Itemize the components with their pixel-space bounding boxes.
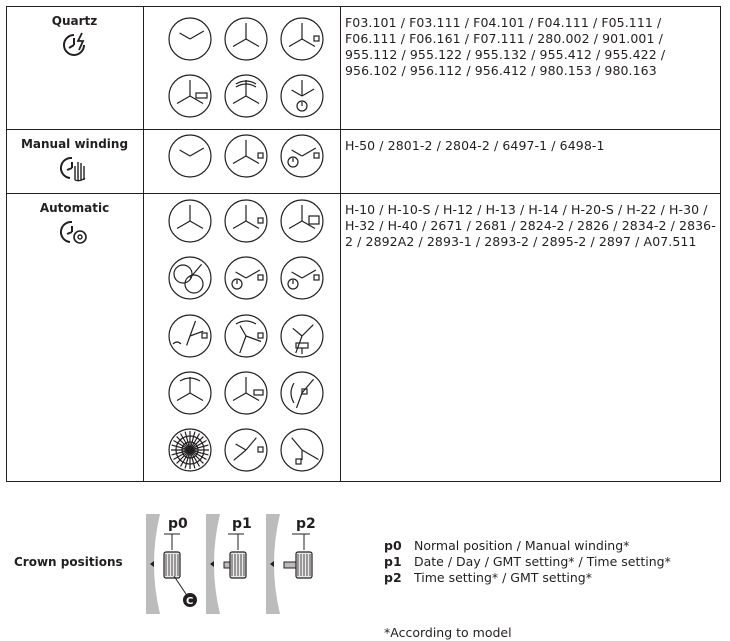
caliber-list-automatic: H-10 / H-10-S / H-12 / H-13 / H-14 / H-2…	[345, 202, 716, 249]
dial-pointer-date-icon	[280, 428, 324, 472]
dial-three-hands-day-date-icon	[168, 74, 212, 118]
crown-p1-diagram: p1	[206, 514, 252, 614]
dial-gmt-date-icon	[280, 314, 324, 358]
caliber-list-quartz: F03.101 / F03.111 / F04.101 / F04.111 / …	[345, 15, 666, 78]
legend-text: Normal position / Manual winding*	[414, 538, 630, 553]
dial-world-time-icon	[168, 256, 212, 300]
dial-three-hands-date-icon	[280, 17, 324, 61]
legend-row-p0: p0 Normal position / Manual winding*	[384, 538, 671, 554]
dial-two-hands-icon	[168, 134, 212, 178]
crown-legend: p0 Normal position / Manual winding* p1 Da…	[384, 538, 671, 586]
dial-gmt-hand-icon	[224, 428, 268, 472]
column-divider	[340, 6, 341, 482]
category-cell-automatic: Automatic	[6, 193, 143, 246]
crown-p2-label: p2	[296, 516, 316, 532]
dial-gmt-dial-icon	[280, 371, 324, 415]
legend-text: Time setting* / GMT setting*	[414, 570, 592, 585]
crown-marker-badge	[183, 593, 197, 607]
crown-p1-label: p1	[232, 516, 252, 532]
movement-table: Quartz F03.101 / F03.111 / F04.101 / F04…	[6, 6, 721, 482]
table-border-left	[6, 6, 7, 482]
manual-winding-icon	[59, 156, 85, 182]
legend-text: Date / Day / GMT setting* / Time setting…	[414, 554, 671, 569]
category-cell-manual: Manual winding	[6, 129, 143, 182]
table-border-right	[720, 6, 721, 482]
dial-three-hands-date-icon	[224, 199, 268, 243]
dial-two-hands-small-seconds-icon	[280, 256, 324, 300]
quartz-icon	[62, 32, 85, 56]
footnote: *According to model	[384, 625, 512, 640]
column-divider	[143, 6, 144, 482]
crown-marker-label: C	[186, 596, 193, 607]
crown-positions-title: Crown positions	[14, 555, 123, 569]
dial-two-hands-icon	[168, 17, 212, 61]
dial-three-hands-retrograde-date-icon	[224, 74, 268, 118]
table-border-bottom	[6, 481, 721, 482]
dial-power-reserve-date-icon	[168, 314, 212, 358]
dial-retrograde-date-icon	[224, 314, 268, 358]
legend-row-p1: p1 Date / Day / GMT setting* / Time setti…	[384, 554, 671, 570]
dial-three-hands-icon	[168, 199, 212, 243]
dial-three-hands-date-icon	[224, 134, 268, 178]
dial-three-hands-big-date-icon	[280, 199, 324, 243]
category-label: Manual winding	[20, 137, 129, 151]
dial-retrograde-sweep-icon	[168, 371, 212, 415]
dial-two-hands-small-seconds-icon	[280, 134, 324, 178]
dial-three-hands-small-seconds-icon	[280, 74, 324, 118]
automatic-icon	[59, 220, 87, 244]
legend-code: p1	[384, 554, 402, 569]
row-divider	[6, 193, 721, 194]
dial-skeleton-icon	[168, 428, 212, 472]
legend-code: p2	[384, 570, 402, 585]
crown-p0-label: p0	[168, 516, 188, 532]
legend-row-p2: p2 Time setting* / GMT setting*	[384, 570, 671, 586]
table-border-top	[6, 6, 721, 7]
row-divider	[6, 129, 721, 130]
legend-code: p0	[384, 538, 402, 553]
dial-three-hands-icon	[224, 17, 268, 61]
crown-p0-diagram: p0 C	[146, 514, 197, 614]
category-label: Quartz	[51, 14, 98, 28]
dial-two-hands-small-seconds-icon	[224, 256, 268, 300]
category-cell-quartz: Quartz	[6, 6, 143, 59]
caliber-list-manual: H-50 / 2801-2 / 2804-2 / 6497-1 / 6498-1	[345, 138, 605, 153]
crown-p2-diagram: p2	[266, 514, 316, 614]
category-label: Automatic	[39, 201, 110, 215]
dial-day-date-icon	[224, 371, 268, 415]
